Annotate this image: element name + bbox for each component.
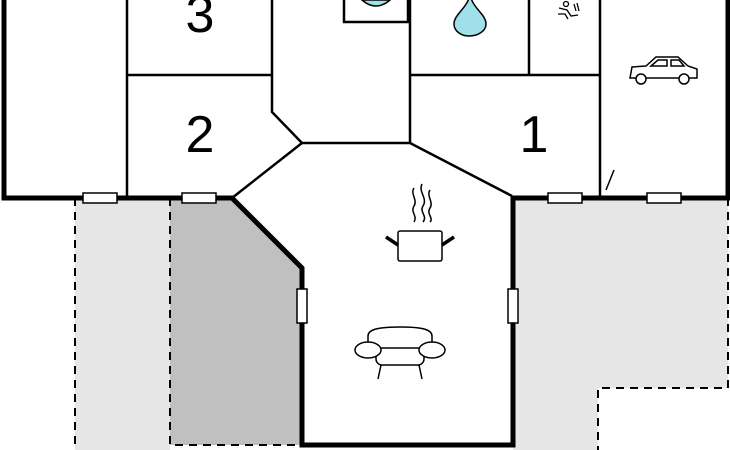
window bbox=[296, 288, 308, 324]
toilet-icon bbox=[360, 0, 392, 7]
windows bbox=[82, 192, 682, 324]
window bbox=[181, 192, 217, 204]
wall-mark bbox=[605, 169, 615, 191]
window bbox=[646, 192, 682, 204]
window bbox=[507, 288, 519, 324]
shower-icon bbox=[558, 0, 580, 20]
car-icon bbox=[629, 56, 698, 85]
room-number-3: 3 bbox=[186, 0, 215, 44]
cooking-pot-icon bbox=[385, 183, 455, 262]
water-drop-icon bbox=[453, 0, 487, 37]
window bbox=[82, 192, 118, 204]
sofa-icon bbox=[354, 326, 446, 380]
terrace-right-border bbox=[597, 198, 729, 450]
covered-terrace bbox=[170, 198, 302, 445]
terrace-left bbox=[75, 198, 170, 450]
interior-walls bbox=[125, 0, 602, 199]
room-number-1: 1 bbox=[520, 106, 549, 164]
outdoor-areas bbox=[74, 198, 729, 450]
window bbox=[547, 192, 583, 204]
terrace-right bbox=[513, 198, 728, 450]
room-number-2: 2 bbox=[186, 106, 215, 164]
